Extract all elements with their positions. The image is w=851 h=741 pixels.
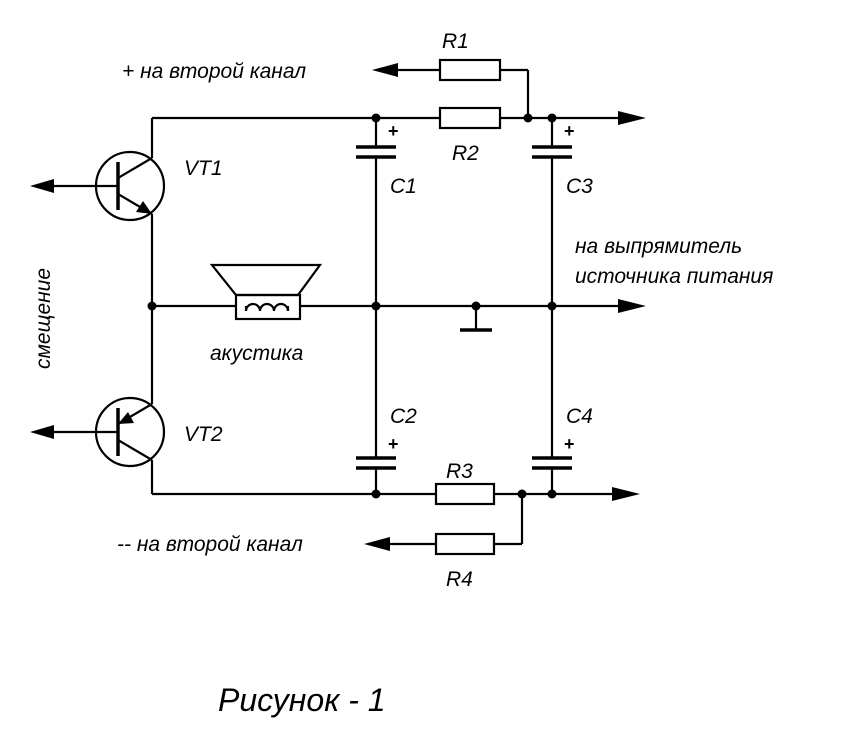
label-speaker: акустика bbox=[210, 342, 303, 365]
label-c1: C1 bbox=[390, 175, 417, 198]
middle-rail-wire bbox=[152, 299, 646, 313]
resistor-r2 bbox=[438, 106, 502, 130]
r4-branch-wire bbox=[364, 494, 524, 551]
speaker-symbol bbox=[209, 263, 323, 321]
label-vt2: VT2 bbox=[184, 423, 223, 446]
junction-dots bbox=[147, 113, 557, 499]
label-c4: C4 bbox=[566, 405, 593, 428]
label-r4: R4 bbox=[446, 568, 473, 591]
resistor-r3 bbox=[434, 482, 496, 506]
label-rectifier-line2: источника питания bbox=[575, 265, 773, 288]
label-bias: смещение bbox=[32, 268, 55, 369]
label-c3: C3 bbox=[566, 175, 593, 198]
capacitor-c3 bbox=[532, 118, 572, 306]
label-r2: R2 bbox=[452, 142, 479, 165]
resistor-r1 bbox=[438, 58, 502, 82]
plus-sign-c3: + bbox=[564, 121, 575, 141]
plus-sign-c2: + bbox=[388, 434, 399, 454]
plus-sign-c4: + bbox=[564, 434, 575, 454]
resistor-r4 bbox=[434, 532, 496, 556]
label-c2: C2 bbox=[390, 405, 417, 428]
label-minus-channel: -- на второй канал bbox=[117, 533, 303, 556]
bottom-rail-wire bbox=[152, 487, 640, 501]
label-plus-channel: + на второй канал bbox=[122, 60, 306, 83]
transistor-vt1 bbox=[30, 118, 166, 306]
figure-caption: Рисунок - 1 bbox=[218, 682, 386, 718]
transistor-vt2 bbox=[30, 306, 166, 494]
label-vt1: VT1 bbox=[184, 157, 223, 180]
label-r1: R1 bbox=[442, 30, 469, 53]
capacitor-c4 bbox=[532, 306, 572, 494]
capacitor-c1 bbox=[356, 118, 396, 306]
capacitor-c2 bbox=[356, 306, 396, 494]
label-r3: R3 bbox=[446, 460, 473, 483]
top-rail-wire bbox=[152, 111, 646, 125]
label-rectifier-line1: на выпрямитель bbox=[575, 235, 742, 258]
r1-branch-wire bbox=[372, 63, 530, 118]
plus-sign-c1: + bbox=[388, 121, 399, 141]
